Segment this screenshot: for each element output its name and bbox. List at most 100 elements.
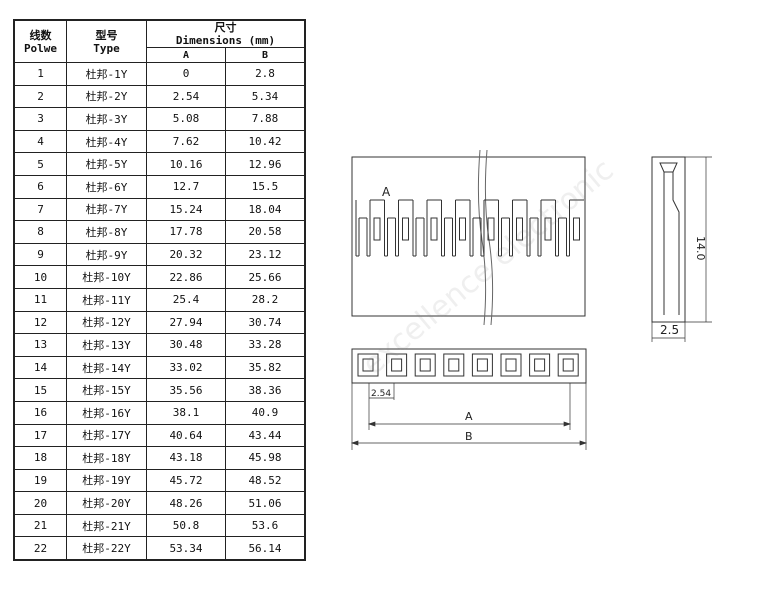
dim-a-label: A bbox=[465, 410, 473, 423]
dimension-table: 线数 Polwe 型号 Type 尺寸 Dimensions (mm) A B … bbox=[13, 18, 306, 562]
cell-b: 35.82 bbox=[225, 355, 305, 380]
pin-slot bbox=[441, 199, 470, 257]
cell-type: 杜邦-1Y bbox=[66, 62, 147, 86]
pin-cavity-inner bbox=[562, 358, 574, 372]
cell-b: 25.66 bbox=[225, 265, 305, 289]
side-view-top-cavity bbox=[659, 162, 678, 173]
b-dim-arrows bbox=[350, 440, 588, 446]
cell-a: 27.94 bbox=[146, 310, 226, 335]
front-view-outline bbox=[351, 156, 586, 317]
pin-cavity bbox=[357, 353, 379, 377]
front-view bbox=[351, 149, 586, 326]
side-view-outline bbox=[651, 156, 686, 323]
pitch-label: 2.54 bbox=[371, 389, 391, 399]
pin-cavity-inner bbox=[362, 358, 374, 372]
cell-b: 56.14 bbox=[225, 536, 305, 561]
front-view-label: A bbox=[382, 185, 391, 199]
top-view bbox=[351, 348, 587, 384]
cell-type: 杜邦-19Y bbox=[66, 468, 147, 493]
pin-cavity bbox=[500, 353, 522, 377]
cell-a: 45.72 bbox=[146, 468, 226, 493]
cell-n: 11 bbox=[14, 287, 67, 312]
header-type: 型号 Type bbox=[66, 20, 147, 63]
top-view-outline bbox=[351, 348, 587, 384]
pin-cavity bbox=[529, 353, 551, 377]
side-view-cavity bbox=[663, 172, 680, 315]
cell-b: 12.96 bbox=[225, 152, 305, 176]
cell-type: 杜邦-15Y bbox=[66, 378, 147, 402]
break-line bbox=[477, 149, 487, 326]
pin-slot bbox=[469, 199, 499, 257]
pin-cavity bbox=[386, 353, 408, 377]
pin-cavity-inner bbox=[419, 358, 431, 372]
cell-a: 40.64 bbox=[146, 423, 226, 448]
header-dimensions-en: Dimensions (mm) bbox=[175, 34, 276, 47]
pin-cavity bbox=[443, 353, 465, 377]
header-b: B bbox=[225, 47, 305, 63]
cell-a: 22.86 bbox=[146, 265, 226, 289]
cell-a: 50.8 bbox=[146, 513, 226, 538]
cell-type: 杜邦-18Y bbox=[66, 446, 147, 470]
side-view bbox=[651, 156, 712, 342]
header-wire-count-zh: 线数 bbox=[29, 28, 52, 42]
header-type-en: Type bbox=[93, 41, 120, 55]
pin-slot bbox=[555, 199, 584, 257]
pin-slots bbox=[355, 199, 584, 257]
break-line-2 bbox=[484, 149, 494, 326]
header-dimensions: 尺寸 Dimensions (mm) bbox=[146, 20, 305, 48]
pin-cavity-inner bbox=[448, 358, 460, 372]
header-wire-count: 线数 Polwe bbox=[14, 20, 67, 63]
cell-a: 48.26 bbox=[146, 491, 226, 515]
cell-b: 10.42 bbox=[225, 129, 305, 154]
pin-slot bbox=[384, 199, 413, 257]
cell-a: 38.1 bbox=[146, 400, 226, 425]
pin-cavity bbox=[557, 353, 579, 377]
dim-b-label: B bbox=[465, 430, 473, 443]
cell-b: 48.52 bbox=[225, 468, 305, 493]
pin-cavity bbox=[471, 353, 493, 377]
cell-a: 53.34 bbox=[146, 536, 226, 561]
cell-b: 2.8 bbox=[225, 62, 305, 86]
side-width-label: 2.5 bbox=[660, 323, 679, 337]
cell-n: 18 bbox=[14, 446, 67, 470]
pin-cavity-inner bbox=[391, 358, 403, 372]
header-wire-count-en: Polwe bbox=[23, 41, 58, 55]
cell-type: 杜邦-17Y bbox=[66, 423, 147, 448]
a-dim-arrows bbox=[367, 421, 572, 427]
cell-b: 33.28 bbox=[225, 333, 305, 357]
pin-slot bbox=[498, 199, 527, 257]
cell-n: 10 bbox=[14, 265, 67, 289]
header-dimensions-zh: 尺寸 bbox=[214, 21, 237, 34]
pin-cavity-inner bbox=[476, 358, 488, 372]
top-pin-cavities bbox=[357, 353, 579, 377]
cell-b: 40.9 bbox=[225, 400, 305, 425]
pin-slot bbox=[355, 199, 385, 257]
cell-n: 21 bbox=[14, 513, 67, 538]
pin-cavity-inner bbox=[505, 358, 517, 372]
cell-type: 杜邦-20Y bbox=[66, 491, 147, 515]
pin-cavity bbox=[414, 353, 436, 377]
pin-slot bbox=[412, 199, 442, 257]
cell-type: 杜邦-22Y bbox=[66, 536, 147, 561]
cell-type: 杜邦-3Y bbox=[66, 107, 147, 131]
pin-cavity-inner bbox=[534, 358, 546, 372]
side-height-label: 14.0 bbox=[694, 236, 707, 261]
header-type-zh: 型号 bbox=[95, 28, 118, 42]
